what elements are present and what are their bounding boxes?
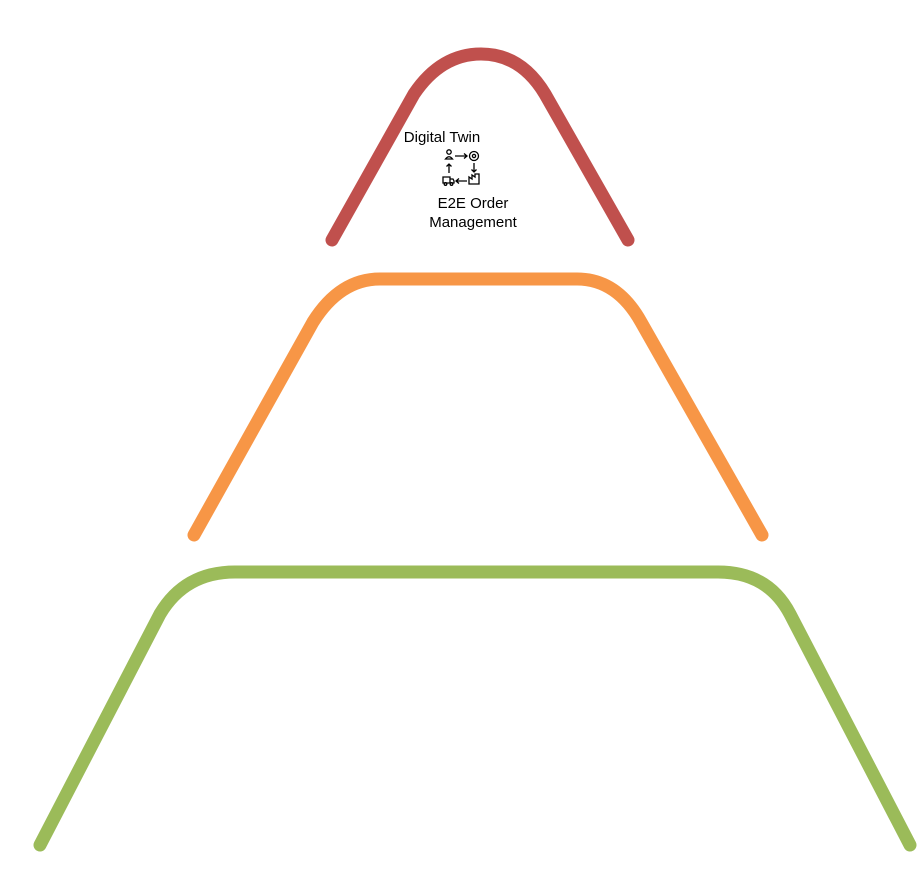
arrow-up-icon bbox=[446, 163, 452, 173]
truck-icon bbox=[442, 176, 455, 184]
arrow-right-icon bbox=[455, 153, 469, 159]
order-cycle-icon bbox=[442, 149, 480, 186]
top-tier-arc bbox=[325, 47, 635, 247]
factory-icon bbox=[468, 173, 480, 185]
e2e-order-management-label: E2E Order Management bbox=[418, 194, 528, 232]
e2e-order-line: E2E Order bbox=[437, 195, 509, 212]
middle-tier-arc bbox=[187, 272, 769, 542]
digital-twin-label: Digital Twin bbox=[403, 129, 481, 146]
arrow-left-icon bbox=[454, 178, 467, 184]
management-line: Management bbox=[429, 214, 517, 231]
gear-icon bbox=[468, 150, 480, 162]
person-icon bbox=[446, 149, 452, 155]
arrow-down-icon bbox=[471, 163, 477, 173]
bottom-tier-arc bbox=[33, 565, 917, 852]
